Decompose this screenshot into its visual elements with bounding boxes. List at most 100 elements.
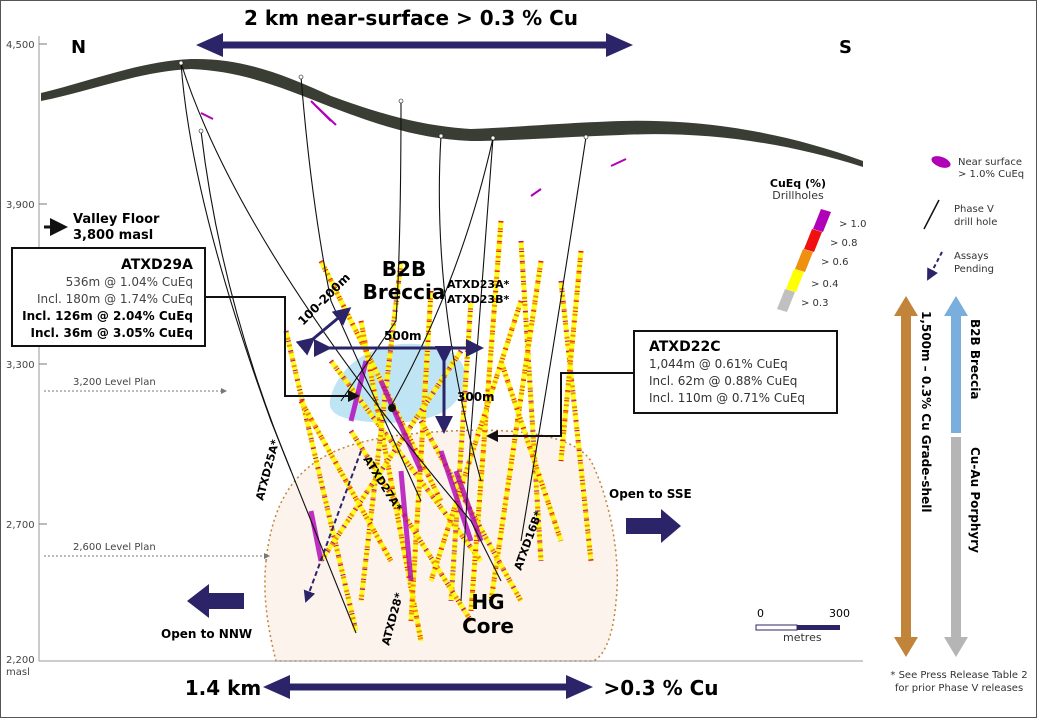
high-grade-interval: [308, 510, 324, 562]
topography-surface: [41, 58, 863, 167]
phase-v-drill-hole: [460, 137, 494, 602]
callout-line: Incl. 36m @ 3.05% CuEq: [31, 326, 193, 340]
grade-label: > 0.8: [830, 238, 857, 249]
collar-marker: [398, 98, 404, 104]
callout-line: Incl. 180m @ 1.74% CuEq: [37, 292, 193, 306]
bottom-span-arrow: [263, 675, 593, 699]
grade-swatch: [804, 229, 822, 252]
grade-label: > 1.0: [839, 219, 866, 230]
phase-v-drill-hole: [180, 62, 502, 582]
phase-v-drill-hole: [180, 62, 357, 634]
hole-label-atxd25a: ATXD25A*: [253, 438, 282, 502]
callout-atxd22c: ATXD22C 1,044m @ 0.61% CuEq Incl. 62m @ …: [486, 330, 838, 442]
grade-swatch: [795, 249, 813, 272]
legend-assays-pending: Assays Pending: [927, 251, 994, 281]
mineralized-interval: [358, 260, 404, 602]
breccia-label: Breccia: [363, 280, 446, 304]
footnote: * See Press Release Table 2: [890, 670, 1027, 681]
mineralized-interval: [318, 349, 464, 563]
callout-line: Incl. 62m @ 0.88% CuEq: [649, 374, 797, 388]
collar-marker: [438, 133, 444, 139]
scale-zero: 0: [757, 607, 764, 620]
valley-floor-label: Valley Floor: [73, 212, 160, 227]
dimension-label: 100-200m: [295, 270, 353, 328]
legend-near-surface: Near surface > 1.0% CuEq: [931, 156, 1024, 180]
collar-marker: [490, 135, 496, 141]
open-to-nnw: Open to NNW: [161, 584, 252, 641]
grade-swatch: [786, 269, 804, 292]
cueq-legend: CuEq (%) Drillholes > 1.0 > 0.8 > 0.6 > …: [770, 177, 866, 312]
level-plan-label: 2,600 Level Plan: [73, 542, 156, 553]
pierce-point: [388, 404, 396, 412]
mineralized-interval: [558, 250, 584, 462]
phase-v-drill-hole: [200, 130, 292, 472]
mineralized-interval: [488, 260, 544, 602]
assays-pending-hole: [303, 450, 362, 603]
grade-label: > 0.4: [811, 279, 838, 290]
legend-label: Near surface: [958, 157, 1022, 168]
porphyry-arrow: Cu-Au Porphyry: [944, 437, 982, 657]
dimension-label: 300m: [457, 390, 495, 404]
bottom-span-grade: >0.3 % Cu: [603, 676, 718, 700]
hole-label-atxd23a: ATXD23A*: [447, 278, 510, 291]
legend-label: drill hole: [954, 217, 997, 228]
mineralized-interval: [518, 240, 544, 562]
arrow-right-icon: [626, 509, 681, 543]
collar-marker: [198, 128, 204, 134]
high-grade-interval: [398, 470, 414, 582]
collar-marker: [298, 74, 304, 80]
mineralized-interval: [428, 300, 524, 582]
level-plan-label: 3,200 Level Plan: [73, 377, 156, 388]
valley-floor-marker: Valley Floor 3,800 masl: [44, 212, 160, 243]
y-axis-unit: masl: [6, 667, 30, 678]
high-grade-interval: [378, 379, 424, 473]
near-surface-interval: [610, 158, 627, 167]
callout-line: Incl. 110m @ 0.71% CuEq: [649, 391, 805, 405]
collar-marker: [178, 60, 184, 66]
y-ticks: 4,500 3,900 3,300 2,700 2,200 masl: [6, 40, 47, 678]
callout-line: Incl. 126m @ 2.04% CuEq: [22, 309, 193, 323]
grade-label: > 0.6: [821, 257, 848, 268]
open-nnw-label: Open to NNW: [161, 627, 252, 641]
core-label: Core: [462, 614, 514, 638]
callout-line: 1,044m @ 0.61% CuEq: [649, 357, 788, 371]
legend-label: Phase V: [954, 204, 994, 215]
near-surface-icon: [931, 156, 951, 168]
mineralized-interval: [283, 330, 359, 632]
grade-shell-label: 1,500m – 0.3% Cu Grade-shell: [919, 311, 933, 512]
scale-unit: metres: [783, 631, 822, 644]
scale-max: 300: [829, 607, 850, 620]
legend-subtitle: Drillholes: [772, 189, 824, 202]
level-plan-3200: 3,200 Level Plan: [44, 377, 227, 394]
hole-label-atxd23b: ATXD23B*: [447, 293, 509, 306]
legend-label: Assays: [954, 251, 989, 262]
grade-swatch: [777, 289, 795, 312]
bottom-span-label: 1.4 km: [185, 676, 262, 700]
phase-v-drill-hole: [340, 100, 402, 402]
collar-marker: [583, 134, 589, 140]
mineralized-interval: [358, 320, 424, 642]
near-surface-interval: [315, 105, 337, 126]
mineralized-interval: [298, 399, 394, 563]
top-span-arrow: [196, 33, 633, 57]
y-tick-label: 2,200: [6, 655, 35, 666]
near-surface-interval: [530, 188, 542, 197]
level-plan-2600: 2,600 Level Plan: [44, 542, 270, 559]
b2b-breccia-arrow: B2B Breccia: [944, 296, 982, 433]
open-to-sse: Open to SSE: [609, 487, 692, 543]
b2b-breccia-label: B2B Breccia: [968, 319, 982, 399]
drill-hole-icon: [923, 199, 940, 230]
legend-phase-v: Phase V drill hole: [923, 199, 997, 230]
mineralized-interval: [348, 429, 474, 623]
mineralized-interval: [498, 360, 564, 542]
dimension-500m: 500m: [314, 329, 484, 357]
top-span-label: 2 km near-surface > 0.3 % Cu: [244, 6, 578, 30]
y-tick-label: 2,700: [6, 520, 35, 531]
dashed-arrow-icon: [927, 251, 943, 281]
north-label: N: [71, 37, 86, 58]
b2b-label: B2B: [382, 257, 426, 281]
y-tick-label: 3,300: [6, 360, 35, 371]
grade-swatch: [813, 209, 831, 232]
legend-title: CuEq (%): [770, 177, 826, 190]
